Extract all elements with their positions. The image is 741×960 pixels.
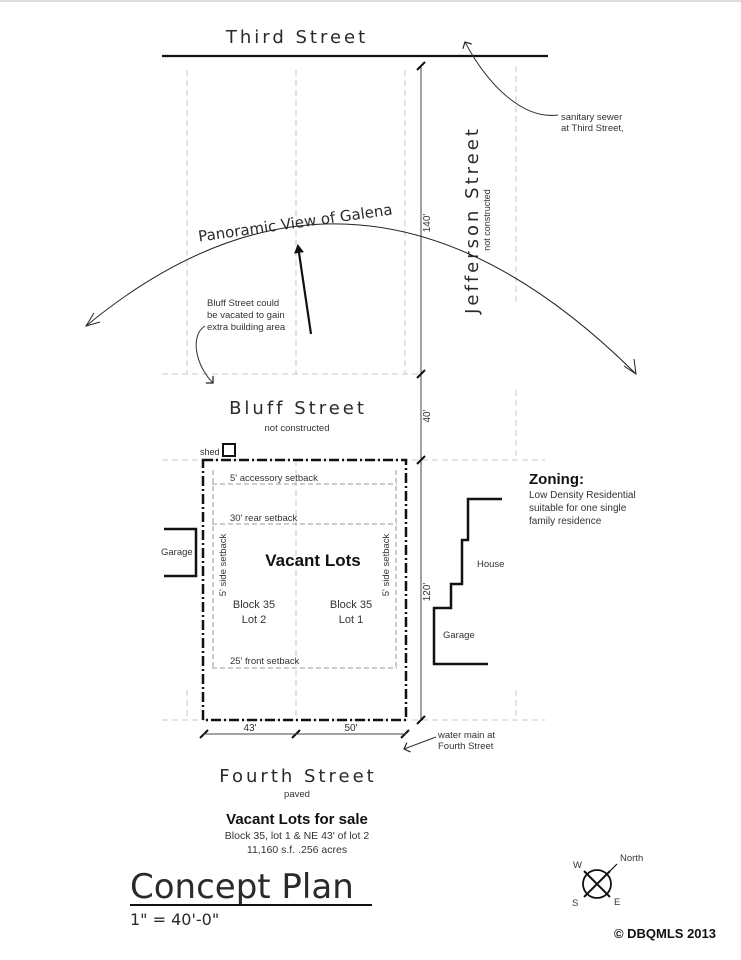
concept-plan-title: Concept Plan <box>130 867 354 907</box>
garage-left-outline <box>164 527 198 578</box>
lot2-label: Lot 2 <box>242 614 266 626</box>
zoning-line3: family residence <box>529 516 602 527</box>
accessory-setback-label: 5' accessory setback <box>230 473 318 484</box>
panoramic-view-label: Panoramic View of Galena <box>197 201 394 246</box>
dimension-40: 40' <box>422 409 433 422</box>
third-street-label: Third Street <box>225 27 368 48</box>
shed-label: shed <box>200 447 220 457</box>
vacant-lots-title: Vacant Lots <box>265 551 360 570</box>
bluff-vacate-arrow <box>195 325 214 384</box>
lot1-block-label: Block 35 <box>330 599 372 611</box>
jefferson-street-note: not constructed <box>482 189 492 251</box>
dimension-120: 120' <box>422 583 433 602</box>
jefferson-street-label: Jefferson Street <box>462 126 483 315</box>
sewer-note-line2: at Third Street, <box>561 123 624 134</box>
bluff-vacate-line1: Bluff Street could <box>207 298 279 309</box>
panoramic-arc-left-head <box>84 312 101 327</box>
zoning-title: Zoning: <box>529 471 584 488</box>
front-setback-label: 25' front setback <box>230 656 300 667</box>
panoramic-arc <box>85 223 637 375</box>
dimension-140: 140' <box>422 214 433 233</box>
side-setback-left-label: 5' side setback <box>218 533 229 596</box>
bluff-street-note: not constructed <box>265 423 330 434</box>
rear-setback-label: 30' rear setback <box>230 513 298 524</box>
zoning-line1: Low Density Residential <box>529 490 636 501</box>
house-garage-outline <box>432 497 502 666</box>
setback-lines <box>212 470 397 669</box>
sewer-arrow <box>462 41 559 116</box>
fourth-street-label: Fourth Street <box>219 766 376 787</box>
bluff-vacate-line2: be vacated to gain <box>207 310 285 321</box>
compass-west-label: W <box>573 860 582 871</box>
sale-line2: 11,160 s.f. .256 acres <box>247 844 347 856</box>
property-boundary <box>201 458 408 722</box>
lot1-label: Lot 1 <box>339 614 363 626</box>
compass-north-pointer <box>609 863 618 872</box>
compass-south-label: S <box>572 898 578 909</box>
bluff-vacate-line3: extra building area <box>207 322 286 333</box>
sewer-note-line1: sanitary sewer <box>561 112 622 123</box>
house-label: House <box>477 559 504 570</box>
lot2-block-label: Block 35 <box>233 599 275 611</box>
water-main-line1: water main at <box>437 730 495 741</box>
north-arrow-compass <box>582 863 618 899</box>
fourth-street-note: paved <box>284 789 310 800</box>
garage-left-label: Garage <box>161 547 193 558</box>
compass-needle-ne-sw <box>583 870 611 898</box>
water-main-line2: Fourth Street <box>438 741 494 752</box>
compass-north-label: North <box>620 853 643 864</box>
dimension-43: 43' <box>243 723 256 734</box>
shed-symbol <box>222 443 236 457</box>
sale-line1: Block 35, lot 1 & NE 43' of lot 2 <box>225 830 370 842</box>
plan-scale: 1" = 40'-0" <box>130 910 219 929</box>
bluff-street-label: Bluff Street <box>229 398 367 419</box>
panoramic-arc-right-head <box>623 358 637 376</box>
copyright-notice: © DBQMLS 2013 <box>614 926 716 941</box>
zoning-line2: suitable for one single <box>529 503 627 514</box>
compass-east-label: E <box>614 897 620 908</box>
view-direction-arrow <box>294 244 313 335</box>
dimension-ticks <box>199 61 426 739</box>
water-main-arrow <box>403 736 437 753</box>
dimension-50: 50' <box>344 723 357 734</box>
side-setback-right-label: 5' side setback <box>381 533 392 596</box>
sale-title: Vacant Lots for sale <box>226 811 368 828</box>
garage-right-label: Garage <box>443 630 475 641</box>
